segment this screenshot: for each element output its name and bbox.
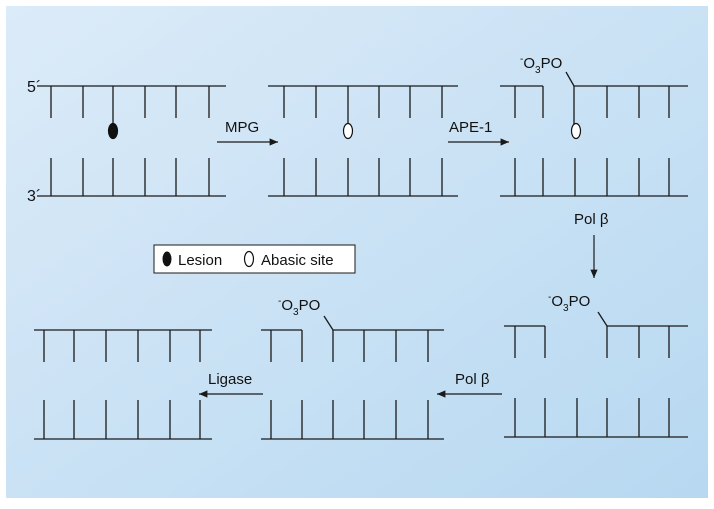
- dna-stage-6-repaired: [34, 329, 212, 440]
- phosphate-label-stage-5: -O3PO: [278, 296, 320, 318]
- legend-box: [153, 244, 356, 274]
- lesion-icon: [162, 251, 172, 267]
- lesion-marker: [107, 122, 119, 140]
- five-prime-label: 5´: [27, 79, 41, 96]
- phosphate-link: [565, 71, 575, 87]
- dna-stage-4-gap: [504, 311, 688, 438]
- dna-stage-5-filled: [261, 315, 444, 440]
- abasic-site-marker: [570, 122, 582, 140]
- phosphate-label-stage-4: -O3PO: [548, 292, 590, 314]
- phosphate-label-stage-3: -O3PO: [520, 54, 562, 76]
- phosphate-link: [597, 311, 608, 327]
- legend-lesion-label: Lesion: [178, 252, 222, 269]
- dna-stage-2-abasic: [268, 85, 458, 197]
- enzyme-label-pol-beta-1: Pol β: [574, 211, 609, 228]
- enzyme-label-ligase: Ligase: [208, 371, 252, 388]
- phosphate-link: [323, 315, 334, 331]
- enzyme-label-mpg: MPG: [225, 119, 259, 136]
- three-prime-label: 3´: [27, 188, 41, 205]
- dna-stage-1-lesion: [37, 85, 226, 197]
- enzyme-label-ape1: APE-1: [449, 119, 492, 136]
- abasic-site-icon: [243, 250, 255, 268]
- abasic-site-marker: [342, 122, 354, 140]
- legend-abasic-label: Abasic site: [261, 252, 334, 269]
- panel-background: [6, 6, 708, 498]
- enzyme-label-pol-beta-2: Pol β: [455, 371, 490, 388]
- legend: Lesion Abasic site: [153, 244, 356, 274]
- dna-stage-3-incised: [500, 71, 688, 197]
